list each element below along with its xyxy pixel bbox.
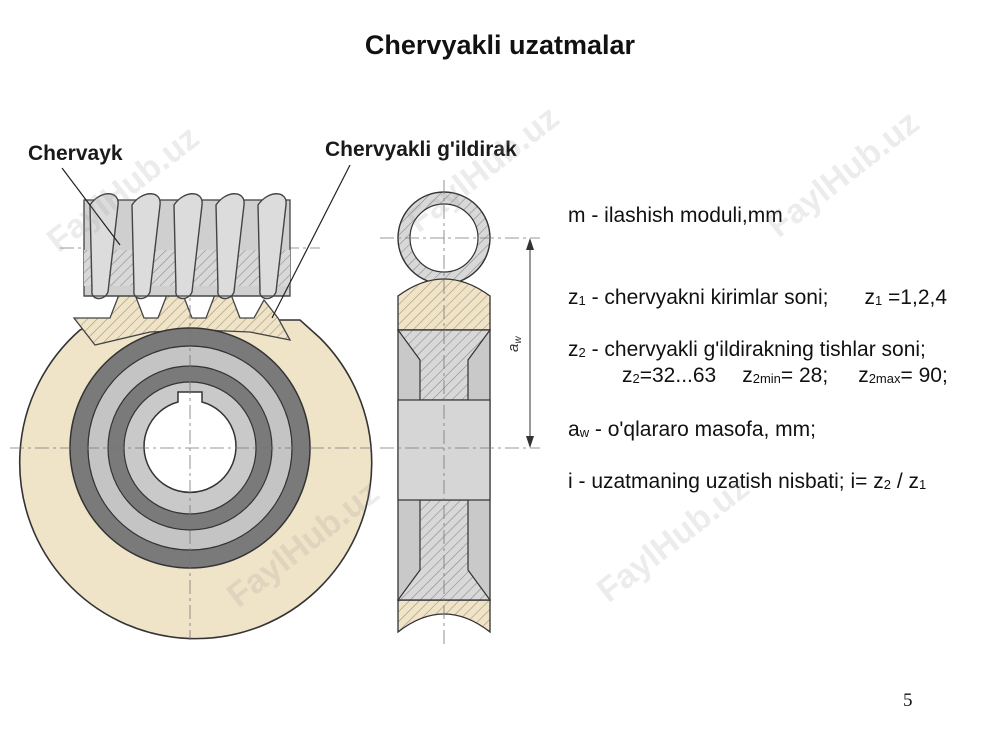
worm-wheel-front-view	[10, 255, 373, 640]
legend-ratio: i - uzatmaning uzatish nisbati; i= z2 / …	[568, 470, 927, 493]
page-title: Chervyakli uzatmalar	[364, 30, 636, 60]
gear-side-section	[380, 180, 540, 645]
wheel-section-bottom	[397, 599, 491, 634]
worm-side-view	[60, 193, 320, 300]
legend-z2: z2 - chervyakli g'ildirakning tishlar so…	[568, 338, 926, 361]
worm-label: Chervayk	[28, 142, 123, 165]
axis-distance-label: aw	[505, 336, 524, 352]
page-number: 5	[903, 690, 913, 711]
worm-wheel-label: Chervyakli g'ildirak	[325, 138, 517, 161]
legend-z1: z1 - chervyakni kirimlar soni;z1 =1,2,4	[568, 286, 948, 309]
legend-module: m - ilashish moduli,mm	[568, 204, 783, 227]
wheel-section-top	[397, 278, 491, 331]
legend-aw: aw - o'qlararo masofa, mm;	[568, 418, 816, 441]
